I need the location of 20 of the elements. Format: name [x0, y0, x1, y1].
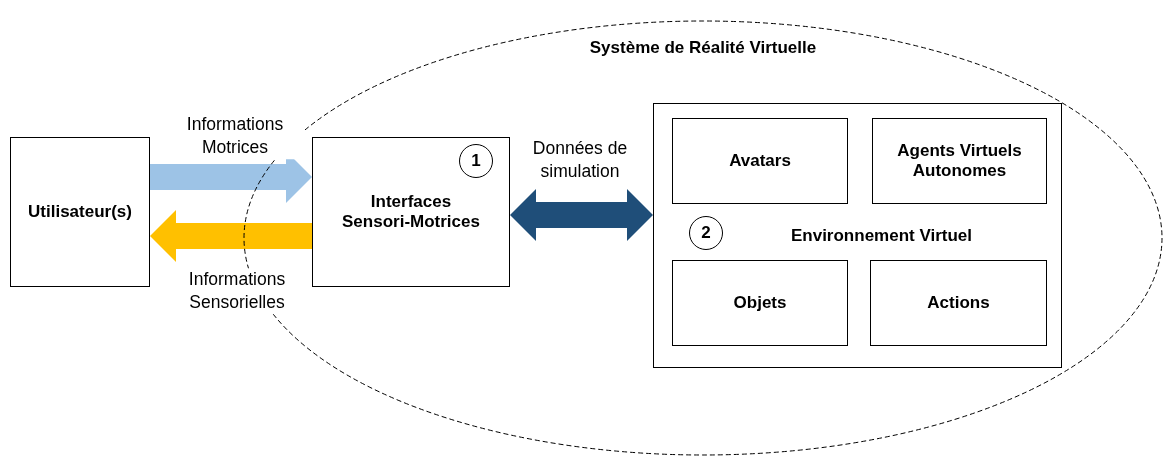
number-label: 2 — [701, 223, 711, 243]
node-label: Objets — [733, 293, 787, 313]
node-label: Actions — [927, 293, 990, 313]
component-box — [672, 260, 848, 346]
node-label: Système de Réalité Virtuelle — [589, 38, 817, 58]
block-arrow — [150, 210, 312, 262]
node-label: Utilisateur(s) — [28, 202, 132, 222]
number-circle — [459, 144, 493, 178]
component-box — [672, 118, 848, 204]
user-box — [10, 137, 150, 287]
node-label: Agents Virtuels Autonomes — [896, 141, 1023, 181]
node-label: Avatars — [729, 151, 791, 171]
environment-box — [653, 103, 1062, 368]
number-circle — [689, 216, 723, 250]
component-box — [870, 260, 1047, 346]
block-arrow — [510, 189, 653, 241]
node-label: Environnement Virtuel — [790, 225, 973, 246]
component-box — [872, 118, 1047, 204]
node-label: Interfaces Sensori-Motrices — [341, 192, 481, 232]
number-label: 1 — [471, 151, 481, 171]
